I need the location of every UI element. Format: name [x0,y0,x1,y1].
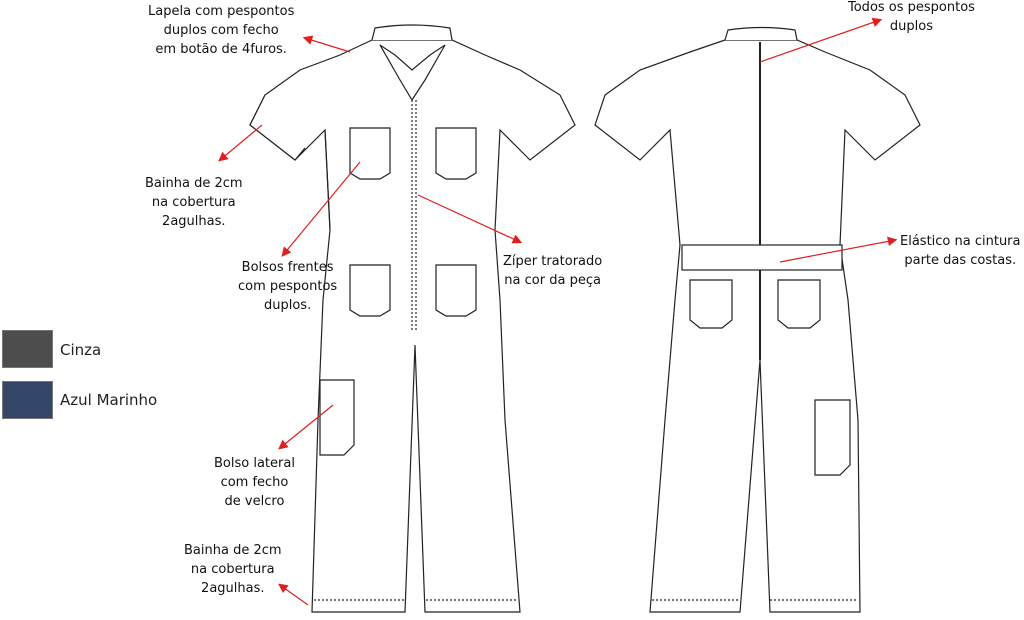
label-line: Bainha de 2cm [145,176,243,191]
label-line: duplos com fecho [163,23,279,38]
label-line: na cobertura [190,562,275,577]
label-bainha-manga: Bainha de 2cm na cobertura 2agulhas. [145,174,243,231]
label-line: na cobertura [151,195,236,210]
label-line: Bainha de 2cm [184,543,282,558]
label-line: Zíper tratorado [503,254,603,269]
label-line: duplos. [263,298,312,313]
label-line: na cor da peça [504,273,601,288]
label-line: Elástico na cintura [900,234,1021,249]
label-line: de velcro [224,494,285,509]
label-line: 2agulhas. [201,581,265,596]
label-line: Todos os pespontos [848,0,975,15]
label-bainha-perna: Bainha de 2cm na cobertura 2agulhas. [184,541,282,598]
label-line: com fecho [220,475,289,490]
color-swatch-azul-marinho [2,381,53,419]
label-elastico: Elástico na cintura parte das costas. [900,232,1021,270]
label-bolsos-frentes: Bolsos frentes com pespontos duplos. [238,258,337,315]
label-line: com pespontos [238,279,338,294]
label-bolso-lateral: Bolso lateral com fecho de velcro [214,454,295,511]
label-ziper: Zíper tratorado na cor da peça [503,252,602,290]
label-line: Lapela com pespontos [148,4,295,19]
color-label-azul-marinho: Azul Marinho [60,391,158,409]
color-swatch-cinza [2,330,53,368]
label-lapela: Lapela com pespontos duplos com fecho em… [148,2,294,59]
label-line: Bolsos frentes [241,260,334,275]
label-line: Bolso lateral [214,456,295,471]
label-line: parte das costas. [904,253,1017,268]
label-line: duplos [889,19,934,34]
label-line: 2agulhas. [162,214,226,229]
label-pespontos-duplos: Todos os pespontos duplos [848,0,975,36]
annotation-arrows [218,17,898,606]
color-label-cinza: Cinza [60,341,102,359]
label-line: em botão de 4furos. [155,42,287,57]
front-view [249,24,576,613]
back-view [594,26,921,613]
